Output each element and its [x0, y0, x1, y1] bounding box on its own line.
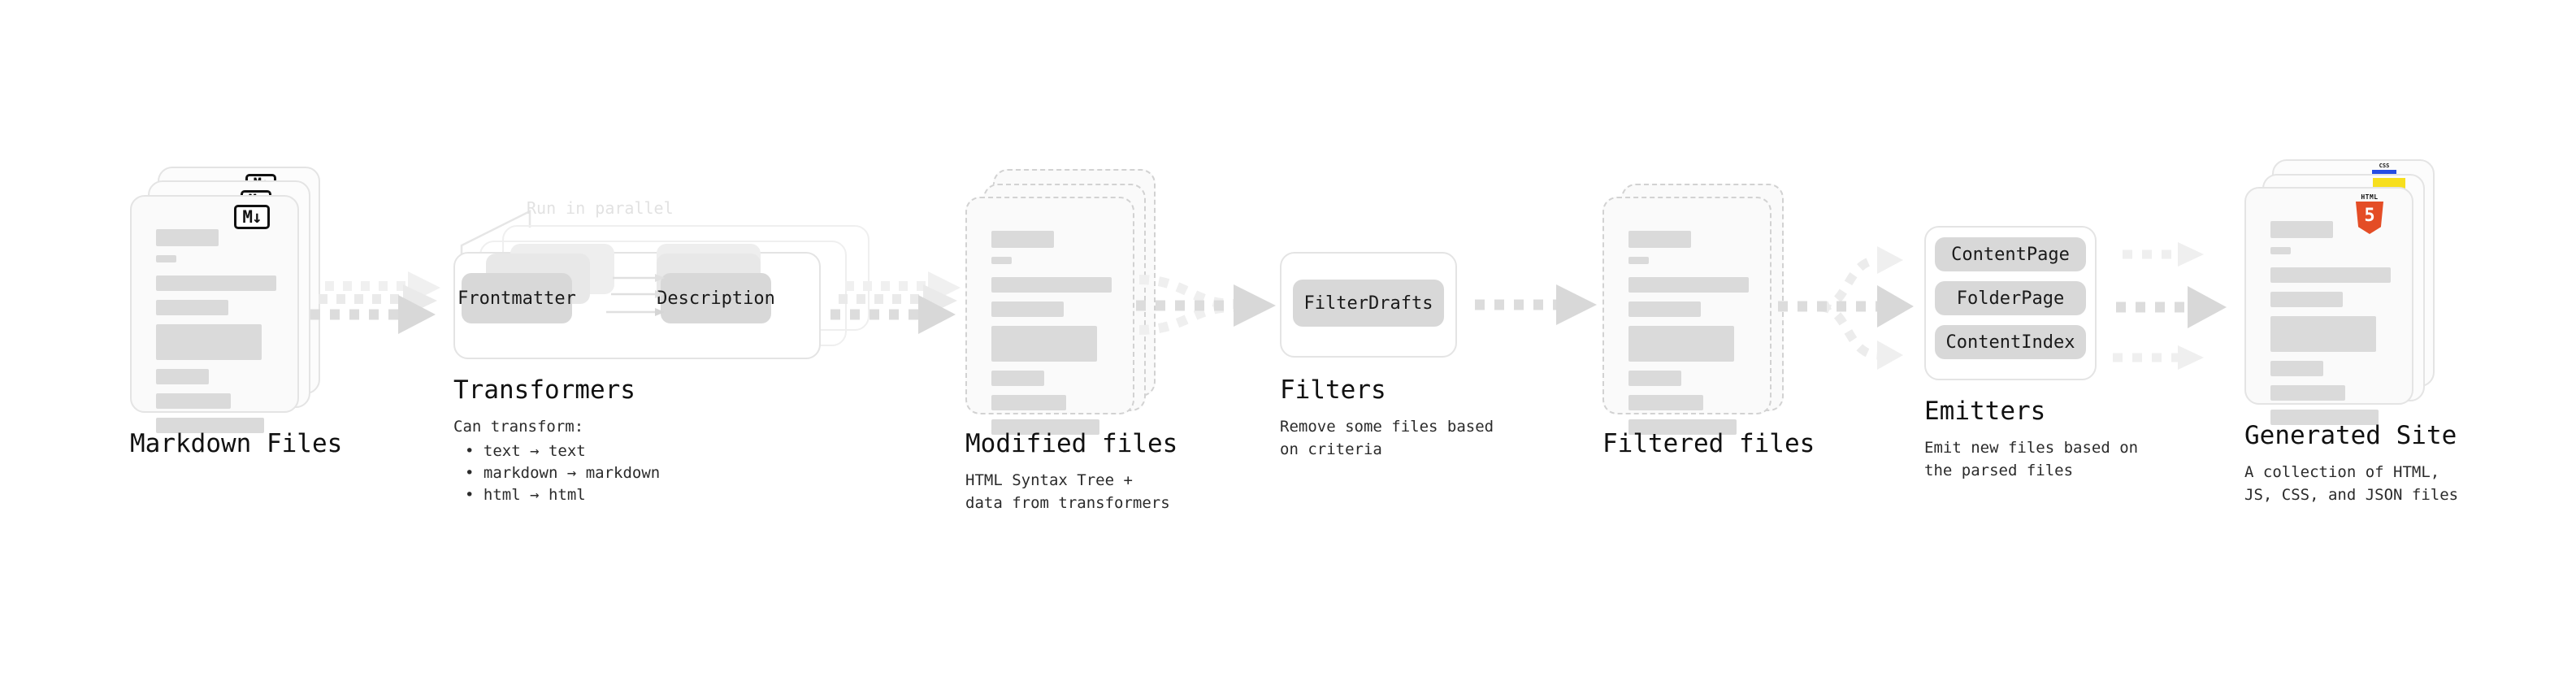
filtered-placeholder-lines [1628, 231, 1749, 444]
transformers-bullet-0: • text → text [465, 442, 586, 460]
css-badge-label: CSS [2379, 163, 2390, 169]
filters-subtitle: Remove some files based on criteria [1280, 418, 1494, 458]
markdown-files-title: Markdown Files [130, 429, 343, 458]
filter-plugin-filterdrafts[interactable]: FilterDrafts [1293, 280, 1444, 327]
markdown-card-front [130, 195, 299, 433]
markdown-placeholder-lines [156, 229, 276, 442]
filtered-files-title: Filtered files [1602, 429, 1815, 458]
html5-badge-icon: HTML [2354, 193, 2385, 234]
transformer-plugin-description[interactable]: Description [657, 273, 775, 323]
modified-placeholder-lines [991, 231, 1112, 444]
transformers-bullet-1: • markdown → markdown [465, 464, 661, 482]
site-card-front [2244, 187, 2413, 425]
markdown-badge-icon: M↓ [234, 205, 270, 229]
emitter-plugin-contentpage[interactable]: ContentPage [1935, 237, 2086, 271]
filtered-card-front [1602, 197, 1772, 435]
css-badge-icon: CSS [2372, 163, 2396, 175]
run-in-parallel-label: Run in parallel [527, 198, 674, 218]
connector-md-to-transformers [310, 271, 440, 334]
connector-filters-to-filtered [1475, 284, 1597, 325]
emitters-title: Emitters [1924, 397, 2046, 426]
html5-badge-label: HTML [2361, 193, 2379, 201]
emitter-plugin-folderpage[interactable]: FolderPage [1935, 281, 2086, 315]
generated-site-subtitle: A collection of HTML, JS, CSS, and JSON … [2244, 463, 2459, 504]
emitters-subtitle: Emit new files based on the parsed files [1924, 439, 2139, 479]
connector-emitters-to-site [2113, 242, 2227, 370]
modified-card-front [965, 197, 1134, 435]
html5-shield-icon [2356, 202, 2383, 234]
css-badge-bar [2372, 170, 2396, 175]
filters-title: Filters [1280, 375, 1386, 405]
connector-transformers-to-modified [830, 271, 961, 334]
modified-files-title: Modified files [965, 429, 1178, 458]
transformers-bullet-2: • html → html [465, 486, 586, 504]
modified-files-subtitle: HTML Syntax Tree + data from transformer… [965, 471, 1170, 512]
transformers-subtitle: Can transform: [453, 418, 584, 436]
generated-site-title: Generated Site [2244, 421, 2457, 450]
transformers-title: Transformers [453, 375, 635, 405]
connector-filtered-to-emitters [1778, 246, 1914, 370]
transformers-inner-arrows [606, 274, 665, 316]
transformer-plugin-frontmatter[interactable]: Frontmatter [458, 273, 576, 323]
connector-modified-to-filters [1136, 275, 1276, 335]
site-placeholder-lines [2270, 221, 2391, 434]
emitter-plugin-contentindex[interactable]: ContentIndex [1935, 325, 2086, 359]
